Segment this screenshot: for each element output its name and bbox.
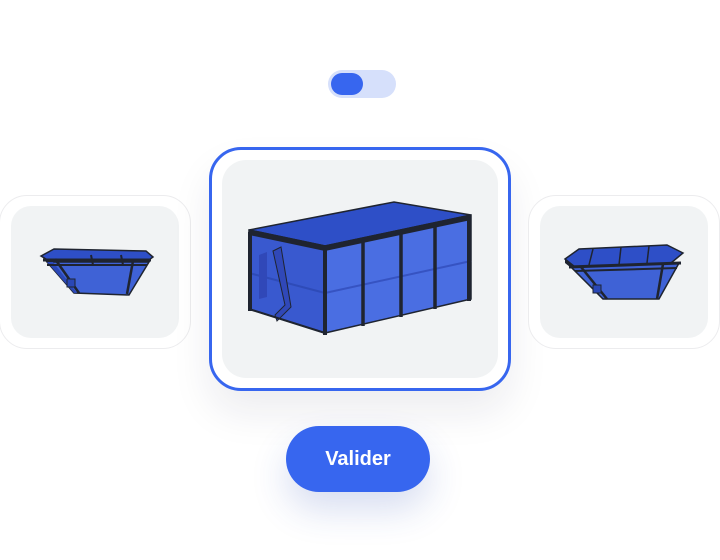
toggle-knob — [331, 73, 363, 95]
covered-skip-container-icon — [563, 244, 685, 300]
validate-button[interactable]: Valider — [286, 426, 430, 492]
option-card-covered-skip[interactable] — [528, 195, 720, 349]
option-card-skip[interactable] — [0, 195, 191, 349]
option-card-image-area — [540, 206, 708, 338]
option-card-image-area — [222, 160, 498, 378]
roll-off-container-icon — [248, 201, 472, 335]
option-card-roll-off[interactable] — [209, 147, 511, 391]
option-card-image-area — [11, 206, 179, 338]
skip-container-icon — [39, 248, 155, 296]
view-toggle[interactable] — [328, 70, 396, 98]
